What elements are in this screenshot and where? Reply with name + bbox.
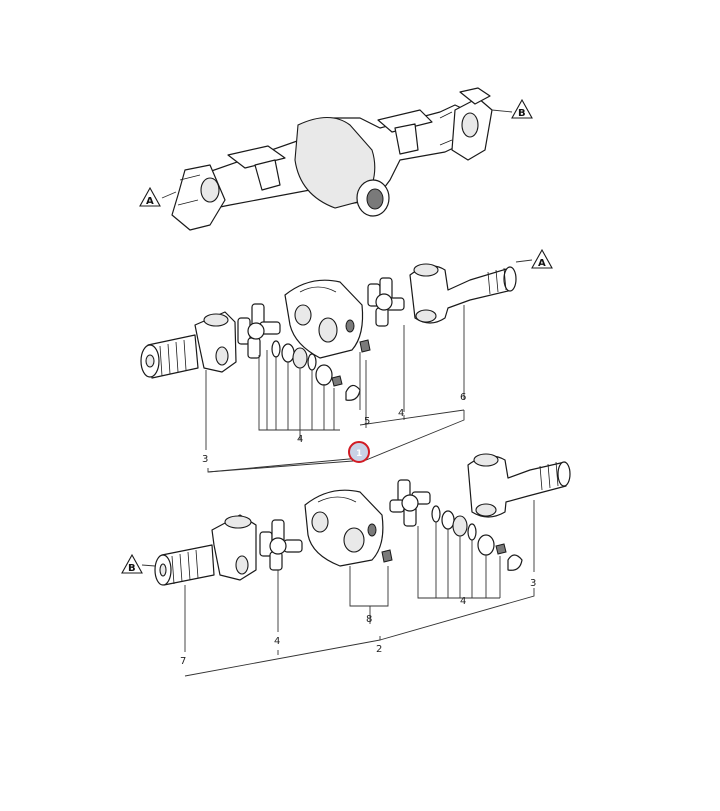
- label-yoke-shaft-right-lower: 3: [530, 578, 536, 589]
- highlighted-item-marker[interactable]: 1: [348, 441, 370, 463]
- centering-housing-lower: [304, 489, 393, 567]
- label-centering-housing-lower: 8: [366, 614, 372, 625]
- label-assembly-total-lower: 2: [376, 644, 382, 655]
- reference-b-top-label: B: [518, 108, 526, 119]
- yoke-shaft-right-lower: [467, 453, 571, 518]
- label-cardan-cross-upper-left: 4: [297, 434, 303, 445]
- cardan-cross-lower-right: [389, 479, 431, 527]
- cardan-cross-upper-right: [367, 277, 405, 327]
- yoke-shaft-right-upper: [409, 263, 517, 324]
- bearing-cups-lower: [431, 505, 523, 571]
- leader-lines-lower: [184, 500, 535, 677]
- label-cardan-cross-lower-right: 4: [460, 596, 466, 607]
- label-flange-yoke-left: 3: [202, 454, 208, 465]
- upper-driveshaft-assembly: A 3 4 5 4 6 1: [140, 248, 553, 473]
- flange-yoke-left: [140, 311, 237, 379]
- reference-b-top: B: [491, 98, 533, 119]
- label-shaft-left-lower: 7: [180, 656, 186, 667]
- reference-a-mid: A: [515, 248, 553, 269]
- reference-b-bottom: B: [121, 553, 156, 574]
- label-yoke-shaft-right-upper: 6: [460, 392, 466, 403]
- label-cardan-cross-upper-right: 4: [398, 408, 404, 419]
- reference-b-bottom-label: B: [128, 563, 136, 574]
- reference-a-mid-label: A: [538, 258, 546, 269]
- label-cardan-cross-lower-left: 4: [274, 636, 280, 647]
- lower-driveshaft-assembly: B: [121, 453, 571, 677]
- axle-housing: [171, 87, 493, 231]
- label-centering-housing-upper: 5: [364, 416, 370, 427]
- reference-a-top: A: [139, 186, 177, 207]
- shaft-left-lower: [154, 514, 257, 586]
- cardan-cross-lower-left: [259, 519, 303, 571]
- reference-a-top-label: A: [146, 196, 154, 207]
- highlighted-item-label: 1: [356, 449, 362, 459]
- cardan-cross-upper-left: [237, 303, 281, 359]
- centering-housing-upper: [284, 279, 371, 359]
